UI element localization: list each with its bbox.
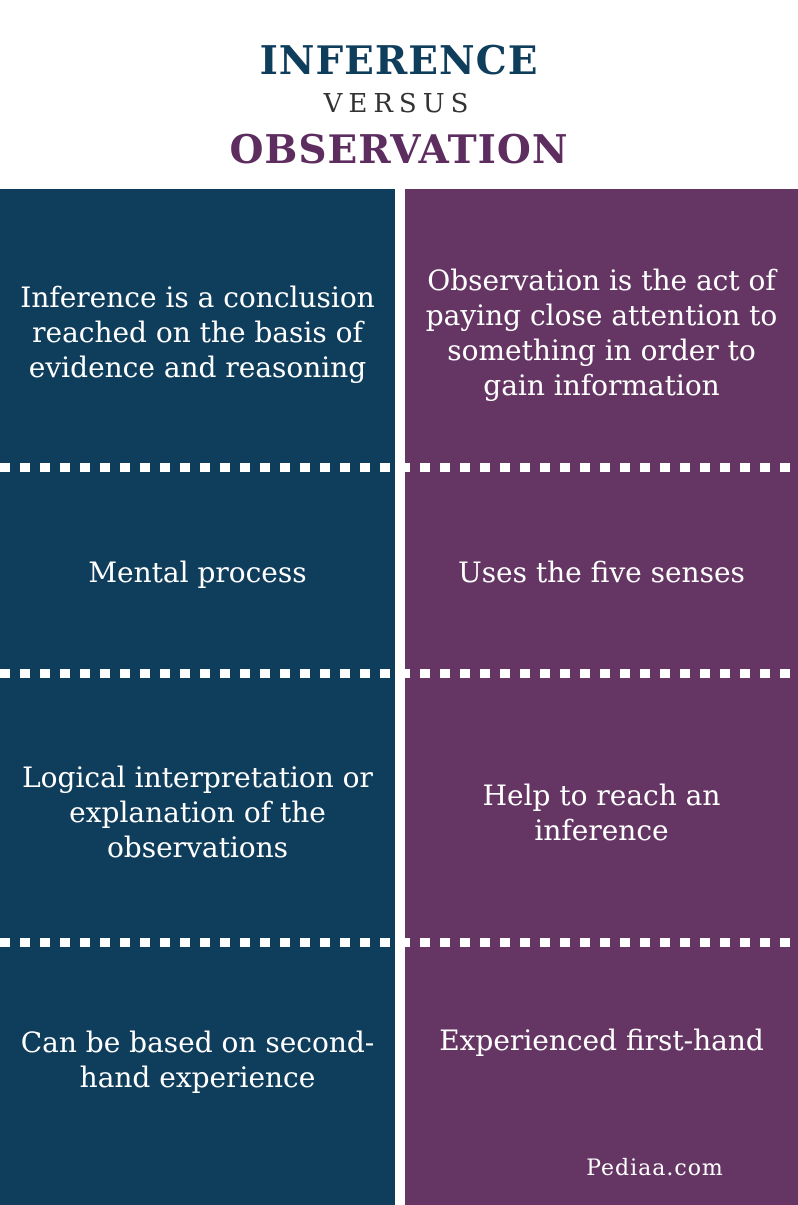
row-divider <box>0 463 798 472</box>
observation-cell-experience: Experienced first-hand <box>439 1023 764 1057</box>
title-observation: OBSERVATION <box>229 127 569 173</box>
observation-cell-process: Uses the five senses <box>458 556 745 589</box>
inference-column <box>0 189 395 1205</box>
row-divider <box>0 938 798 947</box>
brand-logo: Pediaa.com <box>586 1156 724 1181</box>
observation-cell-definition: Observation is the act of paying close a… <box>425 263 778 402</box>
title-inference: INFERENCE <box>259 38 539 84</box>
inference-cell-experience: Can be based on second-hand experience <box>20 1026 375 1094</box>
inference-cell-role: Logical interpretation or explanation of… <box>22 761 373 864</box>
title-versus: VERSUS <box>323 89 475 119</box>
observation-column <box>405 189 798 1205</box>
inference-cell-definition: Inference is a conclusion reached on the… <box>20 281 375 384</box>
observation-cell-role: Help to reach an inference <box>482 778 721 847</box>
inference-cell-process: Mental process <box>88 556 307 589</box>
row-divider <box>0 669 798 678</box>
